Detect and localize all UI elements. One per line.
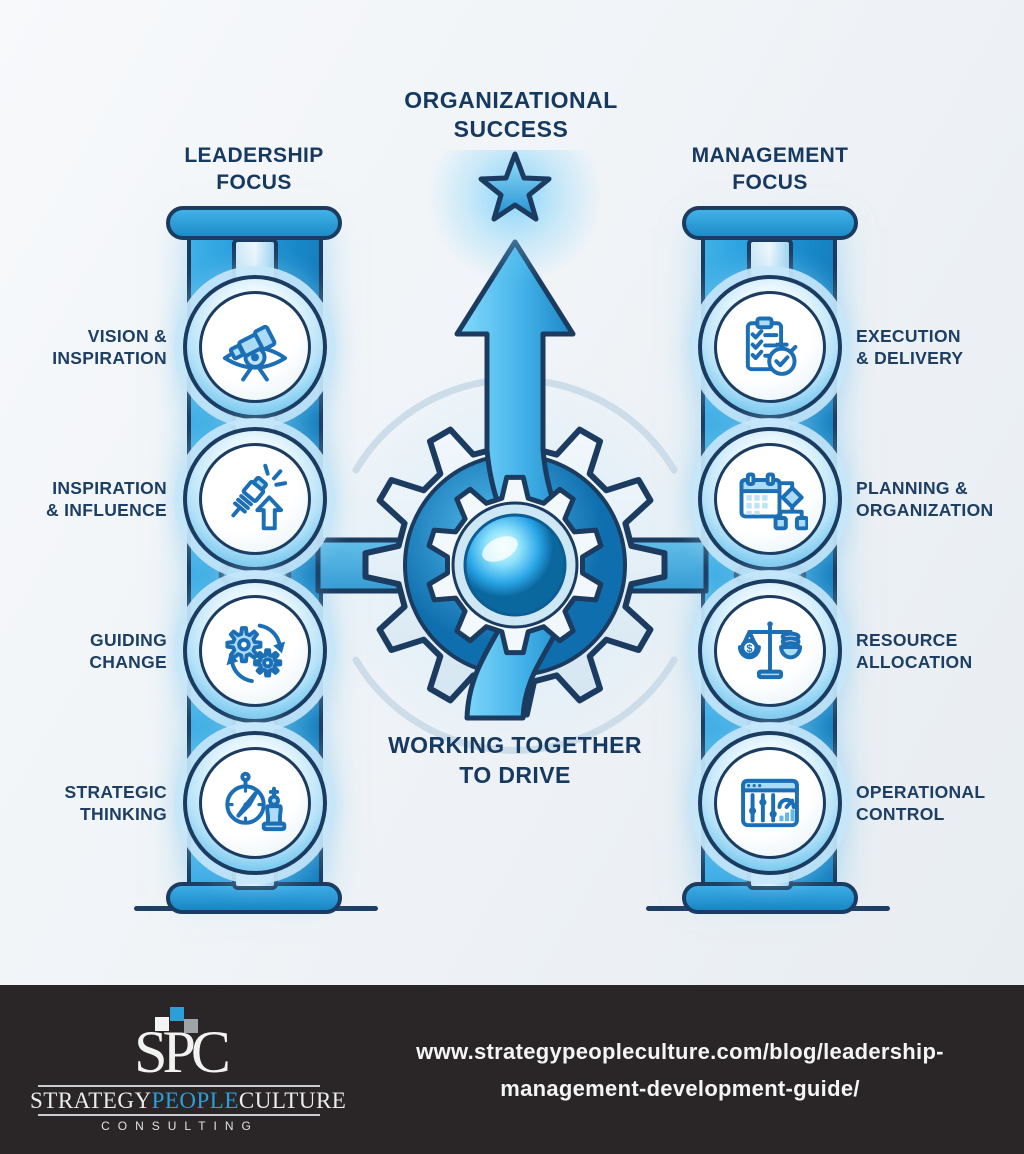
leadership-header: LEADERSHIP FOCUS (119, 142, 389, 196)
badge-inner (199, 595, 311, 707)
success-star-icon (478, 151, 552, 222)
label-strategic-thinking: STRATEGIC THINKING (22, 781, 167, 825)
infographic-area: ORGANIZATIONAL SUCCESS LEADERSHIP FOCUS … (22, 86, 1024, 914)
label-execution-delivery: EXECUTION & DELIVERY (856, 325, 1024, 369)
logo-divider (38, 1085, 320, 1087)
footer-url-line1: www.strategypeopleculture.com/blog/leade… (416, 1039, 944, 1064)
badge-strategic-thinking (183, 731, 327, 875)
leadership-header-line2: FOCUS (216, 171, 292, 194)
message-line1: WORKING TOGETHER (388, 732, 642, 758)
dashboard-controls-icon (741, 778, 799, 828)
badge-resource-allocation: $ (698, 579, 842, 723)
page-title: ORGANIZATIONAL SUCCESS (331, 86, 691, 144)
label-line: VISION & (87, 326, 167, 346)
label-line: STRATEGIC (64, 782, 167, 802)
leadership-arrow-right-icon (315, 507, 473, 623)
decorative-arc (352, 376, 678, 474)
label-line: INSPIRATION (52, 478, 167, 498)
calendar-flowchart-icon (739, 472, 808, 531)
left-pillar-cap-top (166, 206, 342, 240)
leadership-header-line1: LEADERSHIP (184, 144, 324, 167)
badge-inner (199, 291, 311, 403)
gear-glow (310, 360, 714, 770)
label-line: CHANGE (89, 652, 167, 672)
badge-inspiration-influence (183, 427, 327, 571)
glowing-orb-icon (463, 513, 567, 617)
spc-logo: SPC STRATEGYPEOPLECULTURE CONSULTING (30, 995, 346, 1145)
label-planning-organization: PLANNING & ORGANIZATION (856, 477, 1024, 521)
center-graphic (310, 150, 714, 770)
orb-ring (451, 501, 579, 629)
label-line: INSPIRATION (52, 348, 167, 368)
success-arrow-up-icon (454, 239, 576, 721)
brand-culture: CULTURE (238, 1088, 347, 1113)
orb-highlight (482, 536, 518, 562)
title-line2: SUCCESS (453, 116, 569, 142)
label-line: ALLOCATION (856, 652, 973, 672)
label-resource-allocation: RESOURCE ALLOCATION (856, 629, 1024, 673)
logo-square-white (155, 1017, 169, 1031)
footer-url-line2: management-development-guide/ (500, 1076, 860, 1101)
outer-gear-icon (362, 412, 668, 718)
balance-scale-icon: $ (737, 621, 803, 680)
label-line: RESOURCE (856, 630, 958, 650)
label-inspiration-influence: INSPIRATION & INFLUENCE (22, 477, 167, 521)
working-together-message: WORKING TOGETHER TO DRIVE (355, 730, 675, 790)
logo-square-gray (184, 1019, 198, 1033)
management-header-line2: FOCUS (732, 171, 808, 194)
label-line: THINKING (80, 804, 167, 824)
logo-brand-name: STRATEGYPEOPLECULTURE (30, 1087, 346, 1114)
badge-inner (199, 443, 311, 555)
badge-inner (714, 291, 826, 403)
label-line: & DELIVERY (856, 348, 964, 368)
gears-change-icon (225, 623, 286, 684)
footer-bar: SPC STRATEGYPEOPLECULTURE CONSULTING www… (0, 985, 1024, 1154)
footer-url: www.strategypeopleculture.com/blog/leade… (360, 1033, 1000, 1107)
label-line: ORGANIZATION (856, 500, 994, 520)
management-header: MANAGEMENT FOCUS (635, 142, 905, 196)
brand-strategy: STRATEGY (30, 1088, 152, 1113)
badge-vision-inspiration (183, 275, 327, 419)
gear-blue-disc (403, 453, 627, 677)
label-operational-control: OPERATIONAL CONTROL (856, 781, 1024, 825)
logo-acronym: SPC (134, 1019, 231, 1085)
badge-inner (199, 747, 311, 859)
label-vision-inspiration: VISION & INSPIRATION (22, 325, 167, 369)
logo-tagline: CONSULTING (101, 1119, 259, 1133)
badge-planning-organization (698, 427, 842, 571)
badge-guiding-change (183, 579, 327, 723)
label-line: & INFLUENCE (46, 500, 167, 520)
telescope-vision-icon (222, 324, 288, 382)
badge-inner (714, 443, 826, 555)
compass-chess-icon (225, 771, 287, 832)
label-line: OPERATIONAL (856, 782, 986, 802)
management-arrow-left-icon (551, 507, 709, 623)
logo-square-blue (170, 1007, 184, 1021)
logo-divider (38, 1114, 320, 1116)
star-glow (427, 150, 603, 284)
message-line2: TO DRIVE (459, 762, 571, 788)
right-pillar-cap-top (682, 206, 858, 240)
clipboard-stopwatch-icon (745, 316, 798, 376)
spark-plug-influence-icon (231, 463, 288, 531)
badge-inner: $ (714, 595, 826, 707)
label-line: GUIDING (90, 630, 167, 650)
badge-inner (714, 747, 826, 859)
dollar-sign: $ (746, 643, 752, 655)
badge-operational-control (698, 731, 842, 875)
badge-execution-delivery (698, 275, 842, 419)
label-guiding-change: GUIDING CHANGE (22, 629, 167, 673)
inner-gear-icon (426, 474, 604, 656)
management-header-line1: MANAGEMENT (691, 144, 849, 167)
label-line: PLANNING & (856, 478, 968, 498)
label-line: CONTROL (856, 804, 945, 824)
label-line: EXECUTION (856, 326, 961, 346)
brand-people: PEOPLE (151, 1088, 239, 1113)
title-line1: ORGANIZATIONAL (404, 87, 618, 113)
